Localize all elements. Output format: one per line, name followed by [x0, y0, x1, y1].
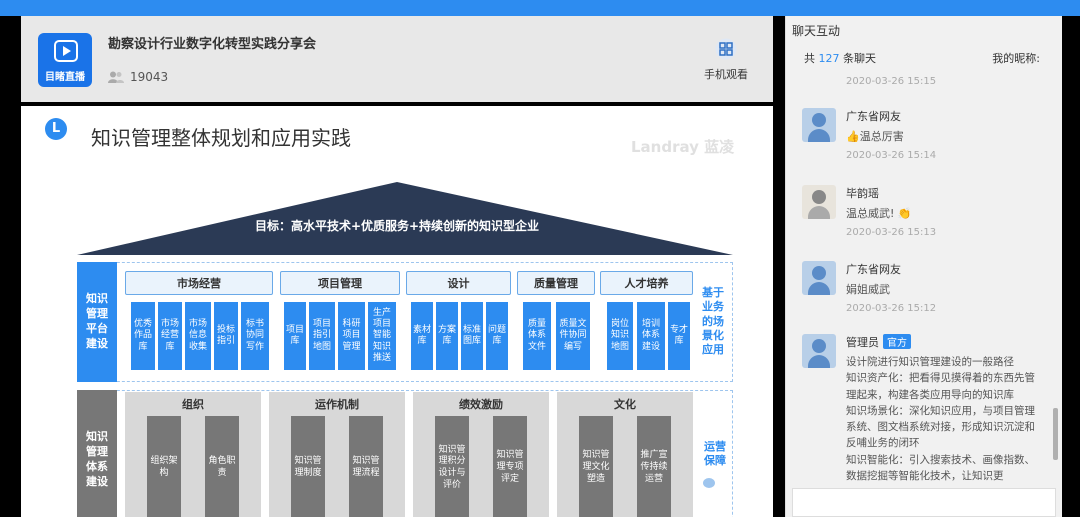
- item-tile: 岗位知识地图: [607, 302, 633, 370]
- my-nickname-label[interactable]: 我的昵称:: [992, 52, 1040, 65]
- item-tile: 方案库: [436, 302, 458, 370]
- chat-scrollbar[interactable]: [1053, 408, 1058, 460]
- people-icon: [108, 71, 124, 83]
- category-talent: 人才培养: [600, 271, 693, 295]
- chat-count-prefix: 共: [804, 52, 815, 65]
- message-user: 管理员: [846, 336, 879, 349]
- roof-shape: [77, 182, 733, 255]
- official-badge: 官方: [883, 334, 911, 349]
- item-tile: 投标指引: [214, 302, 238, 370]
- stream-header: 目睹直播 勘察设计行业数字化转型实践分享会 19043 手机观看: [21, 16, 773, 102]
- item-tile: 市场信息收集: [185, 302, 211, 370]
- platform-label: 知识管理平台建设: [77, 262, 117, 382]
- group-column: 知识管理流程: [349, 416, 383, 517]
- item-tile: 标书协同写作: [241, 302, 269, 370]
- group-title: 组织: [182, 398, 204, 411]
- avatar[interactable]: [802, 334, 836, 368]
- message-time: 2020-03-26 15:13: [846, 227, 937, 238]
- chat-count-suffix: 条聊天: [843, 52, 876, 65]
- system-group-culture: 文化 知识管理文化塑造 推广宣传持续运营: [557, 392, 693, 517]
- slide-title: 知识管理整体规划和应用实践: [91, 126, 351, 150]
- avatar[interactable]: [802, 108, 836, 142]
- mobile-watch-label: 手机观看: [704, 68, 748, 81]
- chat-panel: 聊天互动 共 127 条聊天 我的昵称: 2020-03-26 15:15 广东…: [785, 16, 1062, 517]
- avatar[interactable]: [802, 185, 836, 219]
- item-tile: 质量体系文件: [523, 302, 551, 370]
- top-accent-bar: [0, 0, 1080, 16]
- message-text: 👍温总厉害: [846, 130, 904, 143]
- viewer-count: 19043: [108, 70, 168, 84]
- item-tile: 市场经营库: [158, 302, 182, 370]
- group-title: 文化: [614, 398, 636, 411]
- mobile-watch-button[interactable]: 手机观看: [701, 38, 751, 82]
- stream-title: 勘察设计行业数字化转型实践分享会: [108, 37, 317, 52]
- category-project: 项目管理: [280, 271, 400, 295]
- message-text: 娟姐威武: [846, 283, 890, 296]
- message-time: 2020-03-26 15:12: [846, 303, 937, 314]
- category-design: 设计: [406, 271, 511, 295]
- message-user[interactable]: 广东省网友: [846, 110, 901, 123]
- chat-title: 聊天互动: [792, 24, 841, 38]
- decoration-dot: [703, 478, 715, 488]
- message-user-row[interactable]: 管理员官方: [846, 334, 911, 350]
- message-text: 温总威武! 👏: [846, 207, 912, 220]
- group-column: 知识管理文化塑造: [579, 416, 613, 517]
- group-title: 运作机制: [315, 398, 359, 411]
- logo-text: 目睹直播: [45, 72, 85, 83]
- slide-logo-badge: L: [45, 118, 67, 140]
- system-label: 知识管理体系建设: [77, 390, 117, 517]
- chat-meta: 共 127 条聊天 我的昵称:: [804, 50, 1054, 66]
- scene-label: 基于业务的场景化应用: [702, 286, 724, 357]
- group-title: 绩效激励: [459, 398, 503, 411]
- qr-code-icon: [715, 38, 737, 60]
- group-column: 知识管理制度: [291, 416, 325, 517]
- item-tile: 优秀作品库: [131, 302, 155, 370]
- group-column: 知识管理积分设计与评价: [435, 416, 469, 517]
- player-area: 目睹直播 勘察设计行业数字化转型实践分享会 19043 手机观看 L 知识管理整…: [0, 16, 785, 517]
- message-text: 设计院进行知识管理建设的一般路径 知识资产化：把看得见摸得着的东西先管理起来，构…: [846, 356, 1035, 482]
- item-tile: 项目指引地图: [309, 302, 335, 370]
- item-tile: 生产项目智能知识推送: [368, 302, 396, 370]
- goal-text: 目标：高水平技术+优质服务+持续创新的知识型企业: [254, 219, 540, 233]
- message-user[interactable]: 毕韵瑶: [846, 187, 879, 200]
- viewer-count-value: 19043: [130, 70, 169, 84]
- item-tile: 专才库: [668, 302, 690, 370]
- item-tile: 培训体系建设: [637, 302, 665, 370]
- message-list[interactable]: 2020-03-26 15:15 广东省网友 👍温总厉害 2020-03-26 …: [786, 64, 1056, 484]
- app-logo[interactable]: 目睹直播: [38, 33, 92, 87]
- ops-label: 运营保障: [704, 440, 726, 468]
- item-tile: 项目库: [284, 302, 306, 370]
- group-column: 组织架构: [147, 416, 181, 517]
- category-quality: 质量管理: [517, 271, 595, 295]
- item-tile: 问题库: [486, 302, 508, 370]
- chat-count: 127: [818, 52, 840, 65]
- item-tile: 标准图库: [461, 302, 483, 370]
- item-tile: 素材库: [411, 302, 433, 370]
- group-column: 推广宣传持续运营: [637, 416, 671, 517]
- group-column: 知识管理专项评定: [493, 416, 527, 517]
- list-fade: [786, 64, 1056, 76]
- message-time: 2020-03-26 15:14: [846, 150, 937, 161]
- system-group-mechanism: 运作机制 知识管理制度 知识管理流程: [269, 392, 405, 517]
- message-time: 2020-03-26 15:15: [846, 76, 937, 87]
- item-tile: 科研项目管理: [338, 302, 365, 370]
- message-user[interactable]: 广东省网友: [846, 263, 901, 276]
- avatar[interactable]: [802, 261, 836, 295]
- category-market: 市场经营: [125, 271, 273, 295]
- group-column: 角色职责: [205, 416, 239, 517]
- system-group-org: 组织 组织架构 角色职责: [125, 392, 261, 517]
- play-icon: [54, 40, 78, 62]
- chat-input[interactable]: [792, 488, 1056, 517]
- slide-watermark: Landray 蓝凌: [631, 138, 735, 156]
- system-group-incentive: 绩效激励 知识管理积分设计与评价 知识管理专项评定: [413, 392, 549, 517]
- item-tile: 质量文件协同编写: [556, 302, 590, 370]
- presentation-slide: L 知识管理整体规划和应用实践 Landray 蓝凌 目标：高水平技术+优质服务…: [21, 106, 773, 517]
